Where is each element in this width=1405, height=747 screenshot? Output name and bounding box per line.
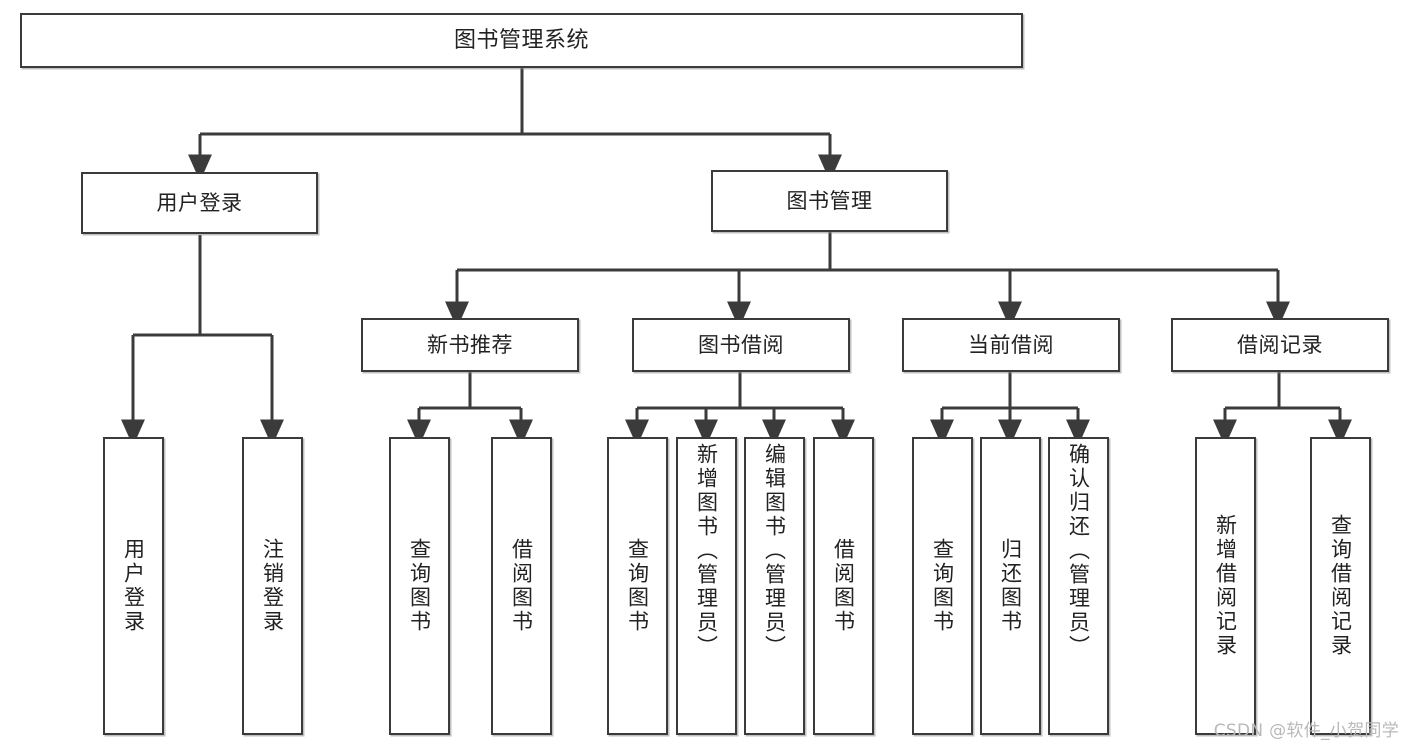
leaf-return-book[interactable]: 归还图书 (980, 437, 1041, 735)
node-label: 查询图书 (407, 538, 432, 634)
node-label: 确认归还（管理员） (1066, 443, 1091, 659)
node-label: 查询图书 (625, 538, 650, 634)
leaf-confirm-return-admin[interactable]: 确认归还（管理员） (1048, 437, 1109, 735)
node-label: 注销登录 (260, 538, 285, 634)
leaf-borrow-book-borrow[interactable]: 借阅图书 (813, 437, 874, 735)
node-label: 用户登录 (156, 190, 243, 215)
node-label: 查询图书 (930, 538, 955, 634)
node-user-login[interactable]: 用户登录 (81, 172, 318, 234)
node-label: 借阅图书 (831, 538, 856, 634)
leaf-query-book-borrow[interactable]: 查询图书 (607, 437, 668, 735)
leaf-add-book-admin[interactable]: 新增图书（管理员） (676, 437, 737, 735)
leaf-edit-book-admin[interactable]: 编辑图书（管理员） (744, 437, 805, 735)
node-label: 图书借阅 (698, 332, 784, 357)
node-label: 新书推荐 (427, 332, 513, 357)
node-label: 新增图书（管理员） (694, 443, 719, 659)
leaf-query-book-current[interactable]: 查询图书 (912, 437, 973, 735)
node-label: 归还图书 (998, 538, 1023, 634)
leaf-query-book-recommend[interactable]: 查询图书 (389, 437, 450, 735)
node-new-book-recommend[interactable]: 新书推荐 (361, 318, 579, 372)
leaf-borrow-book-recommend[interactable]: 借阅图书 (491, 437, 552, 735)
node-label: 编辑图书（管理员） (762, 443, 787, 659)
leaf-query-borrow-record[interactable]: 查询借阅记录 (1310, 437, 1371, 735)
node-book-management[interactable]: 图书管理 (711, 170, 948, 232)
node-current-borrow[interactable]: 当前借阅 (902, 318, 1120, 372)
node-label: 当前借阅 (968, 332, 1054, 357)
leaf-add-borrow-record[interactable]: 新增借阅记录 (1195, 437, 1256, 735)
node-label: 新增借阅记录 (1213, 514, 1238, 658)
node-root-book-management-system[interactable]: 图书管理系统 (20, 13, 1023, 68)
node-label: 查询借阅记录 (1328, 514, 1353, 658)
leaf-logout-login[interactable]: 注销登录 (242, 437, 303, 735)
csdn-watermark: CSDN @软件_小贺同学 (1213, 721, 1399, 741)
node-label: 用户登录 (121, 538, 146, 634)
node-label: 借阅图书 (509, 538, 534, 634)
node-label: 图书管理 (786, 188, 873, 213)
node-label: 图书管理系统 (453, 27, 589, 53)
node-label: 借阅记录 (1237, 332, 1323, 357)
node-borrow-record[interactable]: 借阅记录 (1171, 318, 1389, 372)
node-book-borrow[interactable]: 图书借阅 (632, 318, 850, 372)
leaf-user-login[interactable]: 用户登录 (103, 437, 164, 735)
